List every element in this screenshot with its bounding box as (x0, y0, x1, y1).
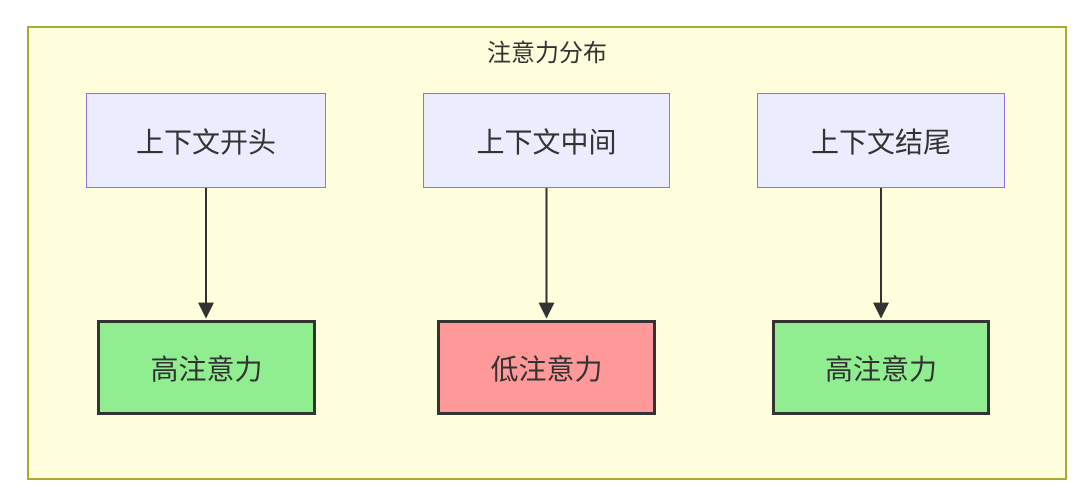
node-low-attention-middle-label: 低注意力 (490, 353, 603, 385)
diagram-title: 注意力分布 (487, 40, 607, 67)
node-high-attention-right: 高注意力 (772, 320, 990, 415)
node-context-end: 上下文结尾 (757, 93, 1005, 188)
node-context-start-label: 上下文开头 (135, 126, 276, 158)
node-low-attention-middle: 低注意力 (437, 320, 656, 415)
node-high-attention-left: 高注意力 (97, 320, 316, 415)
node-context-middle: 上下文中间 (423, 93, 670, 188)
edges-layer (198, 188, 889, 319)
node-high-attention-right-label: 高注意力 (824, 353, 937, 385)
attention-distribution-group: 注意力分布 上下文开头 上下文中间 上下文结尾 高注意力 低注意力 (27, 26, 1067, 480)
node-high-attention-left-label: 高注意力 (150, 353, 263, 385)
node-context-start: 上下文开头 (86, 93, 326, 188)
node-context-end-label: 上下文结尾 (810, 126, 951, 158)
node-context-middle-label: 上下文中间 (476, 126, 617, 158)
